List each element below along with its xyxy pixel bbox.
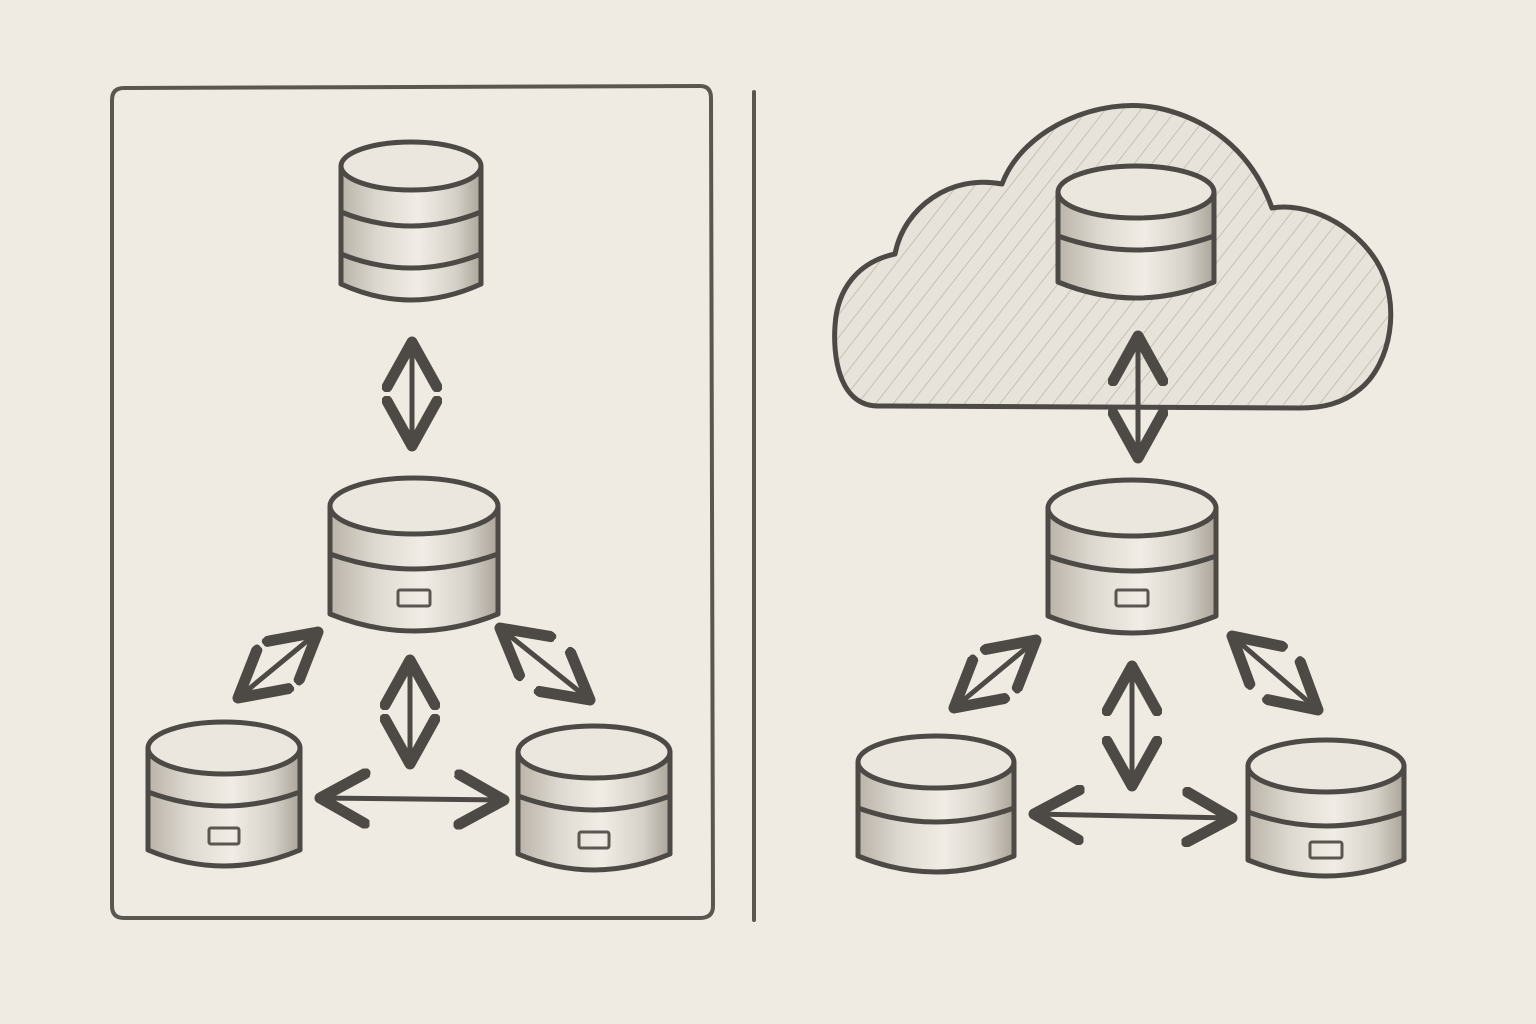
database-icon [338,139,484,303]
database-icon [145,719,303,869]
right-connections [954,336,1318,818]
bidirectional-arrow [1232,636,1318,710]
bidirectional-arrow [500,628,590,700]
database-icon [1045,477,1219,636]
database-icon [1055,163,1217,301]
bidirectional-arrow [238,632,318,698]
bidirectional-arrow [320,798,504,800]
database-icon [515,723,673,873]
bidirectional-arrow [954,640,1036,708]
database-icon [327,475,501,634]
bidirectional-arrow [1034,814,1232,818]
database-icon [1245,737,1407,879]
left-panel-container [110,84,715,920]
left-connections [238,342,590,800]
database-icon [855,733,1017,875]
